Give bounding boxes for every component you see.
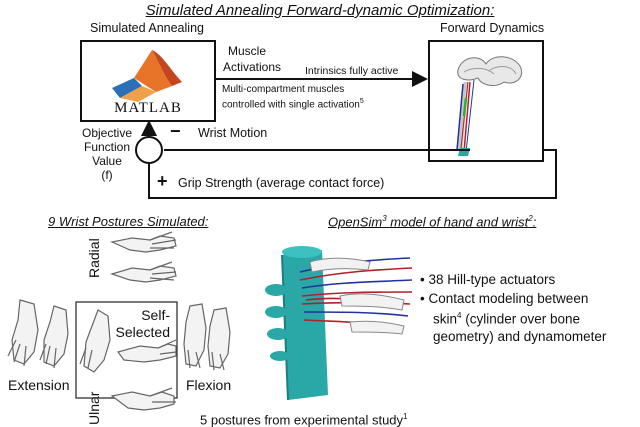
hand-icon-extension-2 (39, 305, 69, 369)
self-selected-label: Self- Selected (112, 307, 170, 341)
finger-pads (265, 284, 290, 361)
dynamometer-cylinder (281, 246, 328, 401)
grip-feedback-line (148, 149, 557, 199)
forward-dynamics-label: Forward Dynamics (440, 21, 545, 35)
hand-icon-extension-1 (7, 299, 39, 367)
objective-line2: Function (83, 140, 131, 154)
contact-line1: Contact modeling between (428, 291, 589, 306)
matlab-wordmark: MATLAB (114, 100, 182, 116)
hand-icon-self-selected-2 (116, 339, 177, 363)
multi-compartment-note: Multi-compartment muscles controlled wit… (222, 84, 364, 111)
bullet-actuators: • 38 Hill-type actuators (420, 272, 556, 287)
plus-sign: + (157, 171, 168, 191)
opensim-colon: : (532, 214, 537, 230)
ref-1: 1 (403, 412, 408, 421)
multi-compartment-line2: controlled with single activation5 (222, 96, 364, 111)
self-selected-line1: Self- (141, 307, 170, 323)
grip-strength-label: Grip Strength (average contact force) (178, 176, 385, 190)
actuators-text: 38 Hill-type actuators (428, 272, 556, 287)
hand-icon-radial-2 (110, 261, 177, 283)
ref-4: 4 (457, 311, 462, 320)
ref-3: 3 (382, 214, 387, 223)
multi-compartment-line2-text: controlled with single activation (222, 99, 360, 111)
ref-5: 5 (359, 98, 364, 105)
contact-line3: geometry) and dynamometer (433, 328, 607, 344)
hand-icon-self-selected-1 (79, 309, 111, 373)
intrinsics-label: Intrinsics fully active (305, 65, 399, 77)
flow-arrows (135, 71, 557, 199)
objective-line1: Objective (81, 126, 133, 140)
multi-compartment-line1: Multi-compartment muscles (222, 84, 345, 95)
extension-label: Extension (8, 377, 70, 393)
hand-icon-flexion-2 (207, 307, 231, 371)
objective-function-label: Objective Function Value (f) (74, 126, 140, 182)
forward-dynamics-box (428, 40, 544, 162)
wrist-motion-label: Wrist Motion (198, 126, 268, 140)
ref-2: 2 (528, 214, 533, 223)
contact-skin: skin (433, 311, 458, 327)
hand-bones (309, 257, 405, 335)
objective-line4: (f) (101, 168, 113, 182)
bottom-note: 5 postures from experimental study1 (200, 412, 408, 427)
matlab-logo-icon (112, 50, 182, 102)
opensim-title: OpenSim3 model of hand and wrist2: (328, 214, 536, 229)
self-selected-line2: Selected (115, 324, 170, 340)
hand-icon-radial-1 (110, 231, 177, 253)
matlab-box: MATLAB (80, 40, 216, 122)
postures-title: 9 Wrist Postures Simulated: (48, 214, 209, 229)
muscle-label: Muscle (228, 44, 267, 58)
opensim-title-rest: model of hand and wrist (386, 214, 529, 230)
flexion-label: Flexion (186, 377, 232, 393)
objective-line3: Value (92, 154, 122, 168)
opensim-word: OpenSim (328, 214, 383, 230)
hand-icon-flexion-1 (183, 303, 207, 369)
contact-line2: (cylinder over bone (461, 311, 581, 327)
bullet-contact: • Contact modeling between skin4 (cylind… (420, 291, 607, 344)
hand-icon-ulnar-1 (110, 387, 176, 411)
minus-sign: − (170, 121, 181, 141)
arm-model-icon (456, 56, 522, 156)
simulated-annealing-label: Simulated Annealing (90, 21, 204, 35)
activations-label: Activations (223, 60, 282, 74)
bottom-note-text: 5 postures from experimental study (200, 412, 404, 427)
diagram-title: Simulated Annealing Forward-dynamic Opti… (145, 2, 495, 19)
